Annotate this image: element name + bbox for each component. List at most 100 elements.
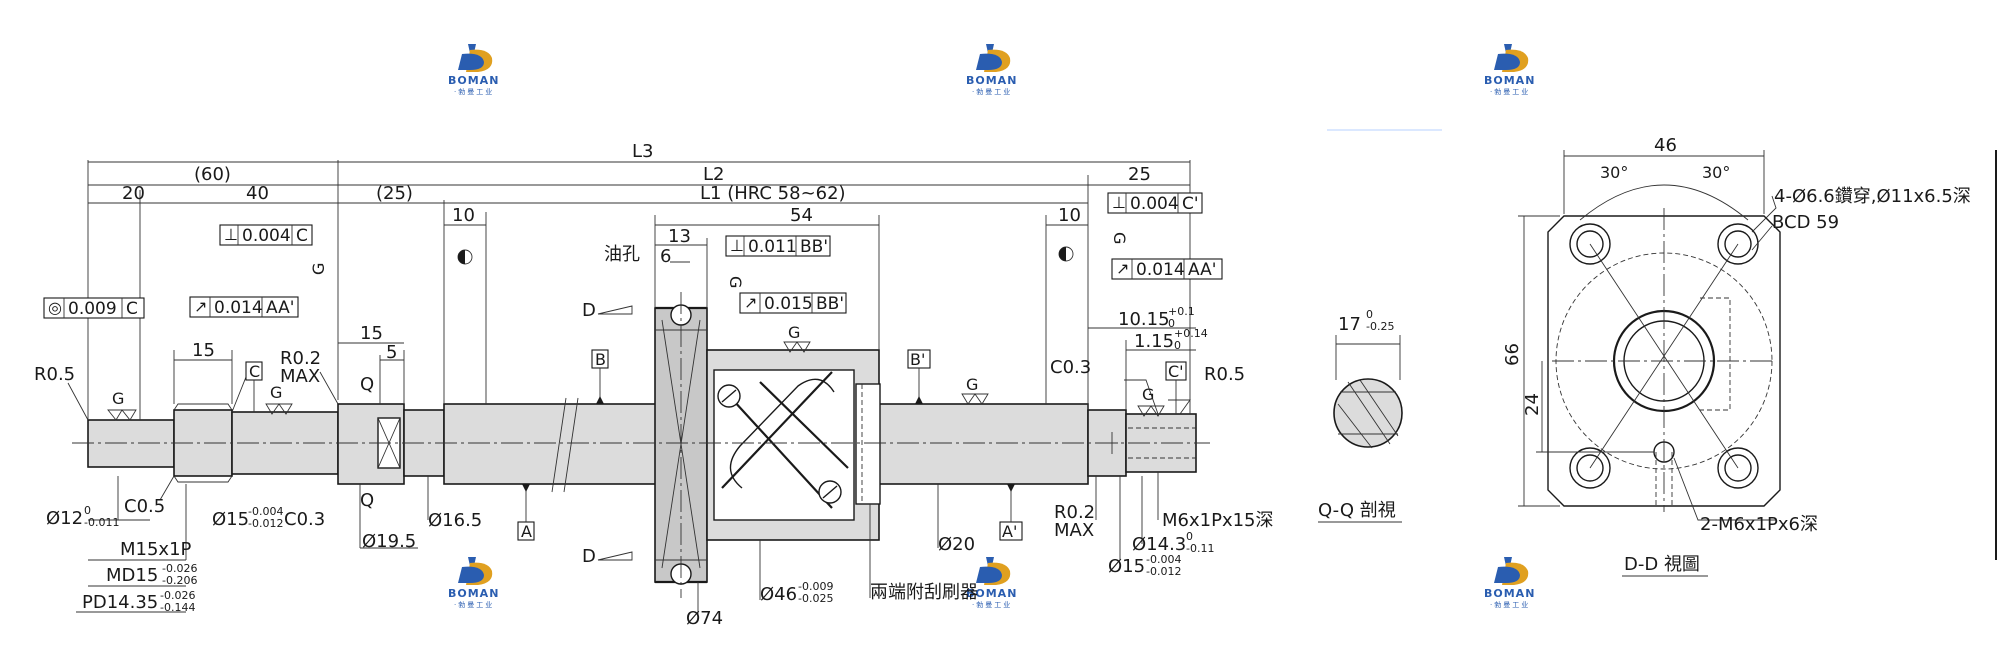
svg-text:⊥: ⊥ <box>1112 193 1126 212</box>
m6-label: M6x1Px15深 <box>1162 510 1274 531</box>
datum-b-prime: B' <box>910 350 925 369</box>
phi-16-5: Ø16.5 <box>428 510 482 531</box>
dd-angle-right: 30° <box>1702 163 1730 182</box>
logo-brand: BOMAN <box>966 74 1017 87</box>
logo-sub: ·勃曼工业 <box>454 600 494 609</box>
logo-3: BOMAN ·勃曼工业 <box>1484 44 1535 96</box>
svg-text:0.014: 0.014 <box>1136 260 1185 280</box>
svg-text:-0.012: -0.012 <box>248 517 283 530</box>
logo-brand: BOMAN <box>966 587 1017 600</box>
dd-width-46: 46 <box>1654 135 1677 156</box>
section-q-top: Q <box>360 374 374 395</box>
dimension-lines <box>67 160 1196 620</box>
logo-brand: BOMAN <box>1484 587 1535 600</box>
svg-text:0.011: 0.011 <box>748 237 797 257</box>
section-d-top: D <box>582 300 596 321</box>
md15-label: MD15 <box>106 565 158 586</box>
logo-sub: ·勃曼工业 <box>972 600 1012 609</box>
phi-15-right: Ø15 <box>1108 556 1145 577</box>
svg-text:↗: ↗ <box>744 293 757 312</box>
svg-text:-0.206: -0.206 <box>162 574 197 587</box>
dim-p25: (25) <box>376 183 413 204</box>
svg-text:↗: ↗ <box>194 297 207 316</box>
svg-text:-0.009: -0.009 <box>798 580 833 593</box>
datum-c-prime: C' <box>1168 362 1184 381</box>
frame-perpendicular-nut: ⊥ 0.011 BB' <box>725 235 831 257</box>
m15-label: M15x1P <box>120 539 192 560</box>
dd-holes-note: 4-Ø6.6鑽穿,Ø11x6.5深 <box>1774 186 1971 207</box>
dim-20: 20 <box>122 183 145 204</box>
datum-c: C <box>249 362 260 381</box>
svg-text:AA': AA' <box>1188 260 1216 280</box>
c05: C0.5 <box>124 496 165 517</box>
datum-a-prime: A' <box>1002 522 1017 541</box>
view-dd: 46 30° 30° 66 24 4-Ø6.6鑽穿,Ø11x6.5深 BCD 5… <box>1502 135 1971 577</box>
dd-bcd: BCD 59 <box>1772 212 1839 233</box>
logo-sub: ·勃曼工业 <box>1490 600 1530 609</box>
wiper-label: 兩端附刮刷器 <box>870 582 978 603</box>
logo-1: BOMAN ·勃曼工业 <box>448 44 498 96</box>
dd-caption: D-D 視圖 <box>1624 554 1700 575</box>
shaft-geometry <box>72 292 1210 598</box>
frame-perpendicular-right: ⊥ 0.004 C' <box>1107 192 1203 214</box>
svg-text:G: G <box>270 383 282 402</box>
phi-12: Ø12 <box>46 508 83 529</box>
svg-text:C: C <box>126 299 138 319</box>
svg-text:-0.026: -0.026 <box>162 562 197 575</box>
dim-l2: L2 <box>703 164 724 185</box>
dim-l3: L3 <box>632 141 653 162</box>
r02-right: R0.2 <box>1054 502 1095 523</box>
phi-15-left: Ø15 <box>212 509 249 530</box>
tolerance-frames: ◎ 0.009 C ⊥ 0.004 C ↗ 0.014 AA' ⊥ 0.011 … <box>43 192 1223 319</box>
dd-height-24: 24 <box>1522 393 1543 416</box>
svg-text:0.015: 0.015 <box>764 294 813 314</box>
r05-right: R0.5 <box>1204 364 1245 385</box>
svg-text:-0.012: -0.012 <box>1146 565 1181 578</box>
svg-text:G: G <box>1110 232 1129 244</box>
svg-text:AA': AA' <box>266 298 294 318</box>
phi-74: Ø74 <box>686 608 723 629</box>
dim-10-15: 10.15 <box>1118 309 1170 330</box>
svg-text:C: C <box>296 226 308 246</box>
logo-brand: BOMAN <box>448 587 499 600</box>
max-left: MAX <box>280 366 320 387</box>
svg-text:0.004: 0.004 <box>242 226 291 246</box>
svg-text:-0.25: -0.25 <box>1366 320 1394 333</box>
svg-text:0: 0 <box>1186 530 1193 543</box>
oil-hole-label: 油孔 <box>604 244 640 265</box>
svg-text:G: G <box>966 375 978 394</box>
datum-a: A <box>521 522 532 541</box>
logo-2: BOMAN ·勃曼工业 <box>966 44 1017 96</box>
section-d-bottom: D <box>582 546 596 567</box>
svg-text:0: 0 <box>84 504 91 517</box>
svg-text:0.004: 0.004 <box>1130 194 1179 214</box>
svg-text:◎: ◎ <box>48 298 62 317</box>
svg-text:+0.14: +0.14 <box>1174 327 1208 340</box>
max-right: MAX <box>1054 520 1094 541</box>
frame-runout-left: ↗ 0.014 AA' <box>189 296 299 318</box>
datum-labels: C C' B B' A A' <box>245 349 1187 541</box>
svg-text:0: 0 <box>1174 339 1181 352</box>
svg-text:0: 0 <box>1366 308 1373 321</box>
svg-text:⊥: ⊥ <box>730 236 744 255</box>
r05-left: R0.5 <box>34 364 75 385</box>
frame-runout-right: ↗ 0.014 AA' <box>1111 258 1223 280</box>
phi-20: Ø20 <box>938 534 975 555</box>
dim-10-left: 10 <box>452 205 475 226</box>
section-q-bottom: Q <box>360 490 374 511</box>
svg-text:G: G <box>112 389 124 408</box>
frame-runout-nut: ↗ 0.015 BB' <box>739 292 847 314</box>
dim-25: 25 <box>1128 164 1151 185</box>
qq-caption: Q-Q 剖視 <box>1318 500 1396 521</box>
logo-sub: ·勃曼工业 <box>1490 87 1530 96</box>
dim-10-right: 10 <box>1058 205 1081 226</box>
svg-text:⊥: ⊥ <box>224 225 238 244</box>
frame-perpendicular-left: ⊥ 0.004 C <box>219 224 313 246</box>
svg-text:0: 0 <box>1168 317 1175 330</box>
svg-text:0.009: 0.009 <box>68 299 117 319</box>
phi-14-3: Ø14.3 <box>1132 534 1186 555</box>
logo-brand: BOMAN <box>1484 74 1535 87</box>
dim-40: 40 <box>246 183 269 204</box>
svg-text:BB': BB' <box>800 237 828 257</box>
